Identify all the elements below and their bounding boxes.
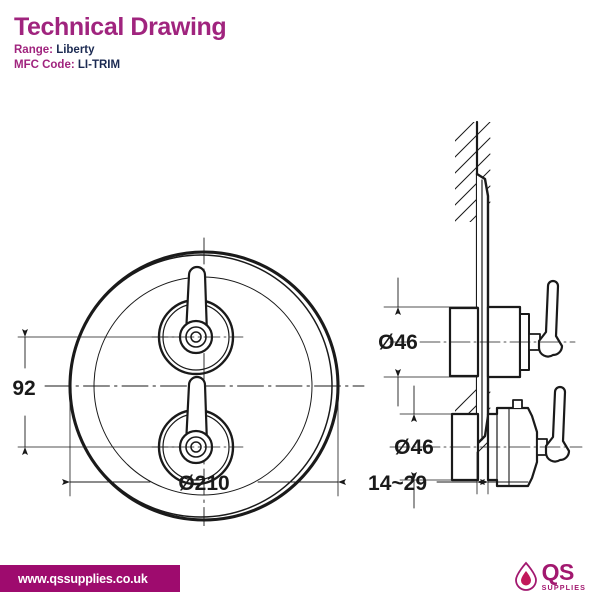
- front-view-group: [17, 237, 365, 526]
- range-label: Range:: [14, 44, 53, 56]
- upper-lever-arm: [184, 265, 209, 336]
- dimension-14-29: [436, 443, 529, 495]
- drawing-header: Technical Drawing Range: Liberty MFC Cod…: [14, 14, 434, 73]
- dimension-dia210: [62, 395, 346, 497]
- lower-valve-boss: [512, 399, 523, 409]
- lower-lever-side: [544, 385, 571, 463]
- upper-valve-assembly: [389, 279, 576, 379]
- footer-url-bar: www.qssupplies.co.uk: [0, 565, 180, 592]
- technical-drawing-canvas: 92 Ø210 Ø46 Ø46 14~29: [0, 96, 600, 526]
- water-droplet-icon: [514, 561, 537, 591]
- dimension-label-dia46-upper: Ø46: [378, 331, 418, 354]
- website-url[interactable]: www.qssupplies.co.uk: [18, 571, 148, 586]
- mfc-code-line: MFC Code: LI-TRIM: [14, 58, 434, 73]
- side-view-group: [383, 120, 583, 509]
- brand-wordmark: QS SUPPLIES: [541, 558, 586, 592]
- brand-tagline: SUPPLIES: [541, 582, 586, 592]
- range-value: Liberty: [56, 44, 95, 56]
- dimension-label-dia210: Ø210: [178, 472, 229, 495]
- mfc-code-label: MFC Code:: [14, 59, 75, 71]
- lower-lever-arm: [184, 375, 209, 446]
- qs-supplies-logo: QS SUPPLIES: [494, 556, 586, 596]
- mfc-code-value: LI-TRIM: [77, 59, 121, 71]
- dimension-dia46-upper: [383, 277, 479, 407]
- upper-lever-side: [537, 279, 564, 358]
- lower-escutcheon-inner-arc2: [162, 446, 230, 481]
- lower-valve-assembly: [389, 385, 583, 488]
- drawing-svg: 92 Ø210 Ø46 Ø46 14~29: [12, 120, 583, 526]
- dimension-label-92: 92: [12, 377, 35, 400]
- lower-handle-assembly: [151, 375, 244, 486]
- dimension-label-14-29: 14~29: [368, 472, 427, 495]
- dimension-dia46-lower: [399, 385, 479, 509]
- dimension-label-dia46-lower: Ø46: [394, 436, 434, 459]
- upper-handle-assembly: [151, 265, 244, 376]
- range-line: Range: Liberty: [14, 43, 434, 58]
- page-title: Technical Drawing: [14, 13, 227, 41]
- brand-name: QS: [541, 558, 575, 585]
- dimension-92: [17, 329, 181, 455]
